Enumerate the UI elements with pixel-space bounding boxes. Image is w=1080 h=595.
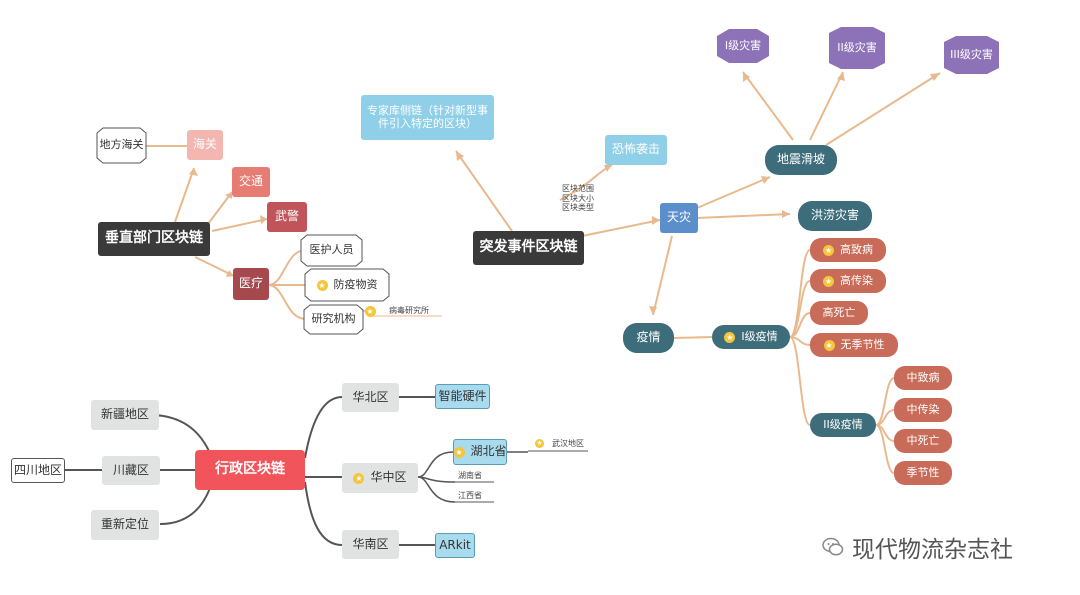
wuhan-star: ★	[533, 437, 546, 450]
hubei-node[interactable]: ★ 湖北省	[453, 439, 507, 465]
epidemic-supplies-node[interactable]: ★ 防疫物资	[305, 269, 389, 301]
local-customs-node[interactable]: 地方海关	[99, 138, 144, 152]
epidemic-supplies-label: 防疫物资	[333, 277, 378, 291]
level1-item-3[interactable]: 高死亡	[810, 301, 868, 325]
level2-item-4[interactable]: 季节性	[894, 461, 952, 485]
block-attrs: 区块范围 区块大小 区块类型	[562, 184, 594, 213]
traffic-node[interactable]: 交通	[232, 167, 270, 197]
level-i-disaster[interactable]: I级灾害	[724, 38, 762, 52]
level1-item-1-label: 高致病	[840, 242, 873, 256]
watermark-text: 现代物流杂志社	[852, 537, 1013, 563]
level-i-epidemic-node[interactable]: ★ I级疫情	[712, 325, 790, 349]
star-icon: ★	[535, 439, 544, 448]
terror-attack-node[interactable]: 恐怖袭击	[605, 135, 667, 165]
arkit-node[interactable]: ARkit	[435, 533, 475, 558]
level2-item-1[interactable]: 中致病	[894, 366, 952, 390]
star-icon: ★	[453, 446, 465, 458]
huazhong-label: 华中区	[370, 470, 407, 485]
level-iii-disaster[interactable]: III级灾害	[950, 47, 993, 61]
expert-sidechain-node[interactable]: 专家库侧链（针对新型事件引入特定的区块）	[361, 95, 494, 140]
armed-police-node[interactable]: 武警	[267, 202, 307, 232]
research-node[interactable]: 研究机构	[311, 312, 356, 326]
hubei-label: 湖北省	[470, 444, 507, 459]
earthquake-node[interactable]: 地震滑坡	[765, 145, 837, 175]
level-hexagon-3	[944, 36, 999, 74]
flood-node[interactable]: 洪涝灾害	[798, 201, 872, 231]
level1-item-2[interactable]: ★ 高传染	[810, 269, 886, 293]
star-icon: ★	[823, 275, 834, 287]
emergency-root[interactable]: 突发事件区块链	[473, 231, 584, 265]
level1-item-2-label: 高传染	[840, 273, 873, 287]
block-attr-type: 区块类型	[562, 203, 594, 213]
hunan-label[interactable]: 湖南省	[458, 471, 482, 480]
relocate-node[interactable]: 重新定位	[91, 510, 159, 540]
vertical-root[interactable]: 垂直部门区块链	[98, 222, 210, 256]
level1-item-1[interactable]: ★ 高致病	[810, 238, 886, 262]
epidemic-node[interactable]: 疫情	[623, 323, 674, 353]
level-ii-disaster[interactable]: II级灾害	[837, 40, 877, 54]
natural-disaster-node[interactable]: 天灾	[660, 203, 698, 233]
medical-staff-node[interactable]: 医护人员	[309, 243, 354, 257]
jiangxi-label[interactable]: 江西省	[458, 491, 482, 500]
star-icon: ★	[823, 339, 835, 351]
customs-node[interactable]: 海关	[187, 130, 223, 160]
xinjiang-node[interactable]: 新疆地区	[91, 400, 159, 430]
star-icon: ★	[353, 472, 365, 484]
research-star: ★	[363, 304, 377, 318]
level-ii-epidemic-node[interactable]: II级疫情	[810, 413, 876, 437]
star-icon: ★	[724, 331, 736, 343]
level-i-epidemic-label: I级疫情	[741, 329, 778, 343]
level-hexagon-2	[829, 27, 885, 69]
medical-node[interactable]: 医疗	[233, 268, 269, 300]
smart-hardware-node[interactable]: 智能硬件	[435, 384, 490, 409]
sichuan-node[interactable]: 四川地区	[11, 458, 65, 483]
virus-institute-label[interactable]: 病毒研究所	[389, 306, 429, 315]
star-icon: ★	[823, 244, 834, 256]
level2-item-3[interactable]: 中死亡	[894, 429, 952, 453]
watermark: 现代物流杂志社	[822, 530, 1013, 564]
huazhong-node[interactable]: ★ 华中区	[342, 463, 418, 493]
block-attr-size: 区块大小	[562, 193, 594, 203]
block-attr-range: 区块范围	[562, 184, 594, 193]
level1-item-4-label: 无季节性	[840, 337, 885, 351]
star-icon: ★	[316, 279, 328, 291]
level1-item-4[interactable]: ★ 无季节性	[810, 333, 898, 357]
star-icon: ★	[364, 305, 376, 317]
chuanzang-node[interactable]: 川藏区	[102, 456, 160, 485]
wechat-icon	[822, 537, 844, 556]
wuhan-label[interactable]: 武汉地区	[552, 439, 584, 448]
admin-root[interactable]: 行政区块链	[195, 450, 305, 490]
level-hexagon-1	[717, 29, 769, 63]
huanan-node[interactable]: 华南区	[342, 530, 399, 559]
level2-item-2[interactable]: 中传染	[894, 398, 952, 422]
huabei-node[interactable]: 华北区	[342, 383, 399, 412]
